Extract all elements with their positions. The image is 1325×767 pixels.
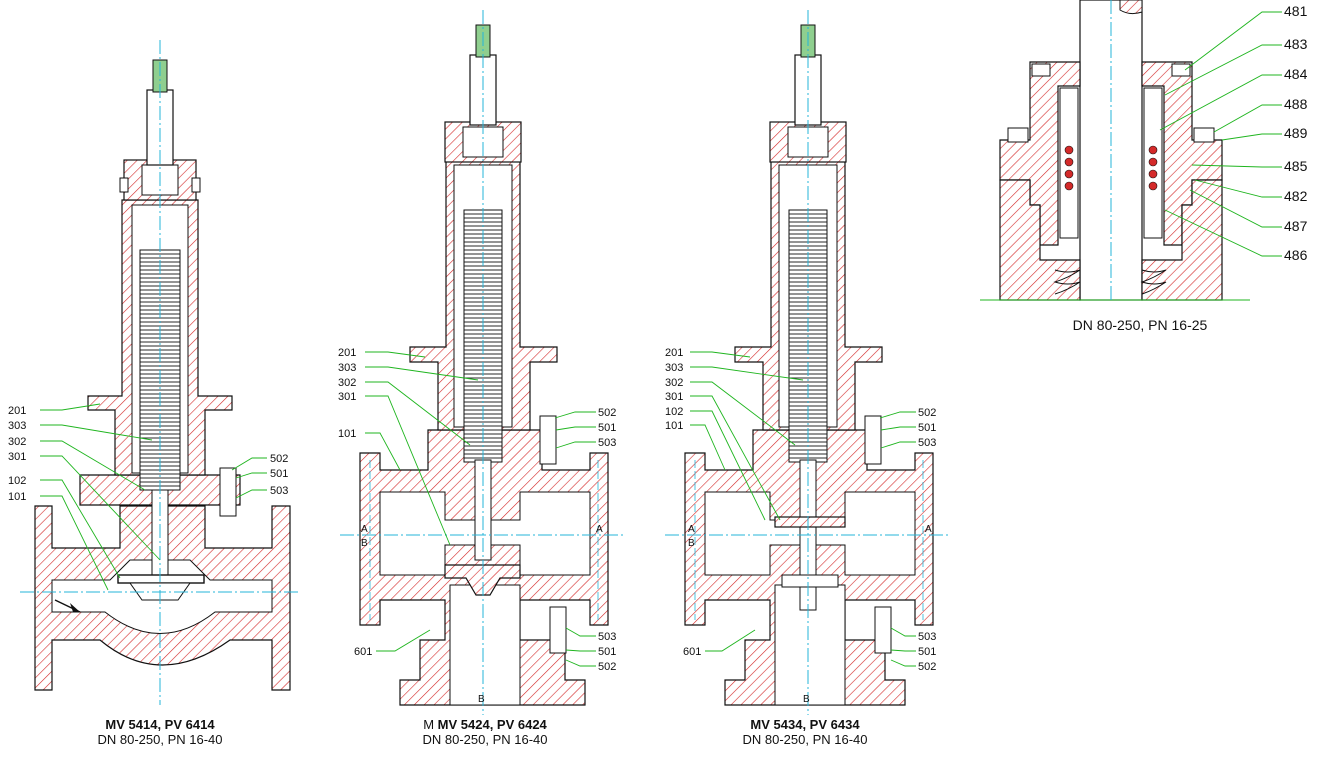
label-301: 301 <box>8 451 26 463</box>
label-503: 503 <box>270 485 288 497</box>
label-503: 503 <box>918 437 936 449</box>
label-501: 501 <box>918 646 936 658</box>
view-1-subtitle: DN 80-250, PN 16-40 <box>97 732 223 747</box>
label-303: 303 <box>8 420 26 432</box>
label-301: 301 <box>338 391 356 403</box>
section-mark-a: A <box>925 524 932 535</box>
valve-view-1: 201 303 302 301 102 101 502 501 503 <box>8 40 300 705</box>
label-201: 201 <box>8 405 26 417</box>
label-503: 503 <box>598 437 616 449</box>
view-3-title: MV 5434, PV 6434 <box>750 717 860 732</box>
detail-caption: DN 80-250, PN 16-25 <box>1072 317 1208 333</box>
view-3-caption: MV 5434, PV 6434 DN 80-250, PN 16-40 <box>705 717 905 747</box>
view-1-title: MV 5414, PV 6414 <box>105 717 215 732</box>
label-481: 481 <box>1284 3 1308 19</box>
view-1-caption: MV 5414, PV 6414 DN 80-250, PN 16-40 <box>60 717 260 747</box>
label-503: 503 <box>598 631 616 643</box>
label-502: 502 <box>918 661 936 673</box>
label-484: 484 <box>1284 66 1308 82</box>
label-101: 101 <box>8 491 26 503</box>
label-601: 601 <box>683 646 701 658</box>
section-mark-b: B <box>688 538 695 549</box>
label-601: 601 <box>354 646 372 658</box>
view-2-caption: M MV 5424, PV 6424 DN 80-250, PN 16-40 <box>370 717 600 747</box>
label-487: 487 <box>1284 218 1308 234</box>
label-482: 482 <box>1284 188 1308 204</box>
label-502: 502 <box>270 453 288 465</box>
label-301: 301 <box>665 391 683 403</box>
label-501: 501 <box>598 422 616 434</box>
section-mark-a: A <box>596 524 603 535</box>
label-501: 501 <box>918 422 936 434</box>
label-101: 101 <box>665 420 683 432</box>
label-485: 485 <box>1284 158 1308 174</box>
valve-view-3: A B A B 201 303 302 301 102 101 502 501 … <box>665 10 950 715</box>
valve-view-2: A B A B 201 303 302 301 101 502 501 503 … <box>338 10 625 715</box>
label-101: 101 <box>338 428 356 440</box>
label-501: 501 <box>270 468 288 480</box>
label-486: 486 <box>1284 247 1308 263</box>
section-mark-b: B <box>361 538 368 549</box>
section-mark-a: A <box>361 524 368 535</box>
label-302: 302 <box>338 377 356 389</box>
label-303: 303 <box>338 362 356 374</box>
view-2-title-prefix: M <box>423 717 435 732</box>
label-502: 502 <box>918 407 936 419</box>
section-mark-b: B <box>478 694 485 705</box>
label-201: 201 <box>338 347 356 359</box>
label-303: 303 <box>665 362 683 374</box>
packing-detail-view: 481 483 484 488 489 485 482 487 486 <box>980 0 1308 301</box>
label-102: 102 <box>665 406 683 418</box>
view-2-subtitle: DN 80-250, PN 16-40 <box>422 732 548 747</box>
label-488: 488 <box>1284 96 1308 112</box>
label-502: 502 <box>598 661 616 673</box>
label-302: 302 <box>665 377 683 389</box>
view-2-title: MV 5424, PV 6424 <box>437 717 547 732</box>
label-201: 201 <box>665 347 683 359</box>
label-503: 503 <box>918 631 936 643</box>
section-mark-a: A <box>688 524 695 535</box>
section-mark-b: B <box>803 694 810 705</box>
view-3-subtitle: DN 80-250, PN 16-40 <box>742 732 868 747</box>
label-483: 483 <box>1284 36 1308 52</box>
label-501: 501 <box>598 646 616 658</box>
label-302: 302 <box>8 436 26 448</box>
label-102: 102 <box>8 475 26 487</box>
label-489: 489 <box>1284 125 1308 141</box>
label-502: 502 <box>598 407 616 419</box>
